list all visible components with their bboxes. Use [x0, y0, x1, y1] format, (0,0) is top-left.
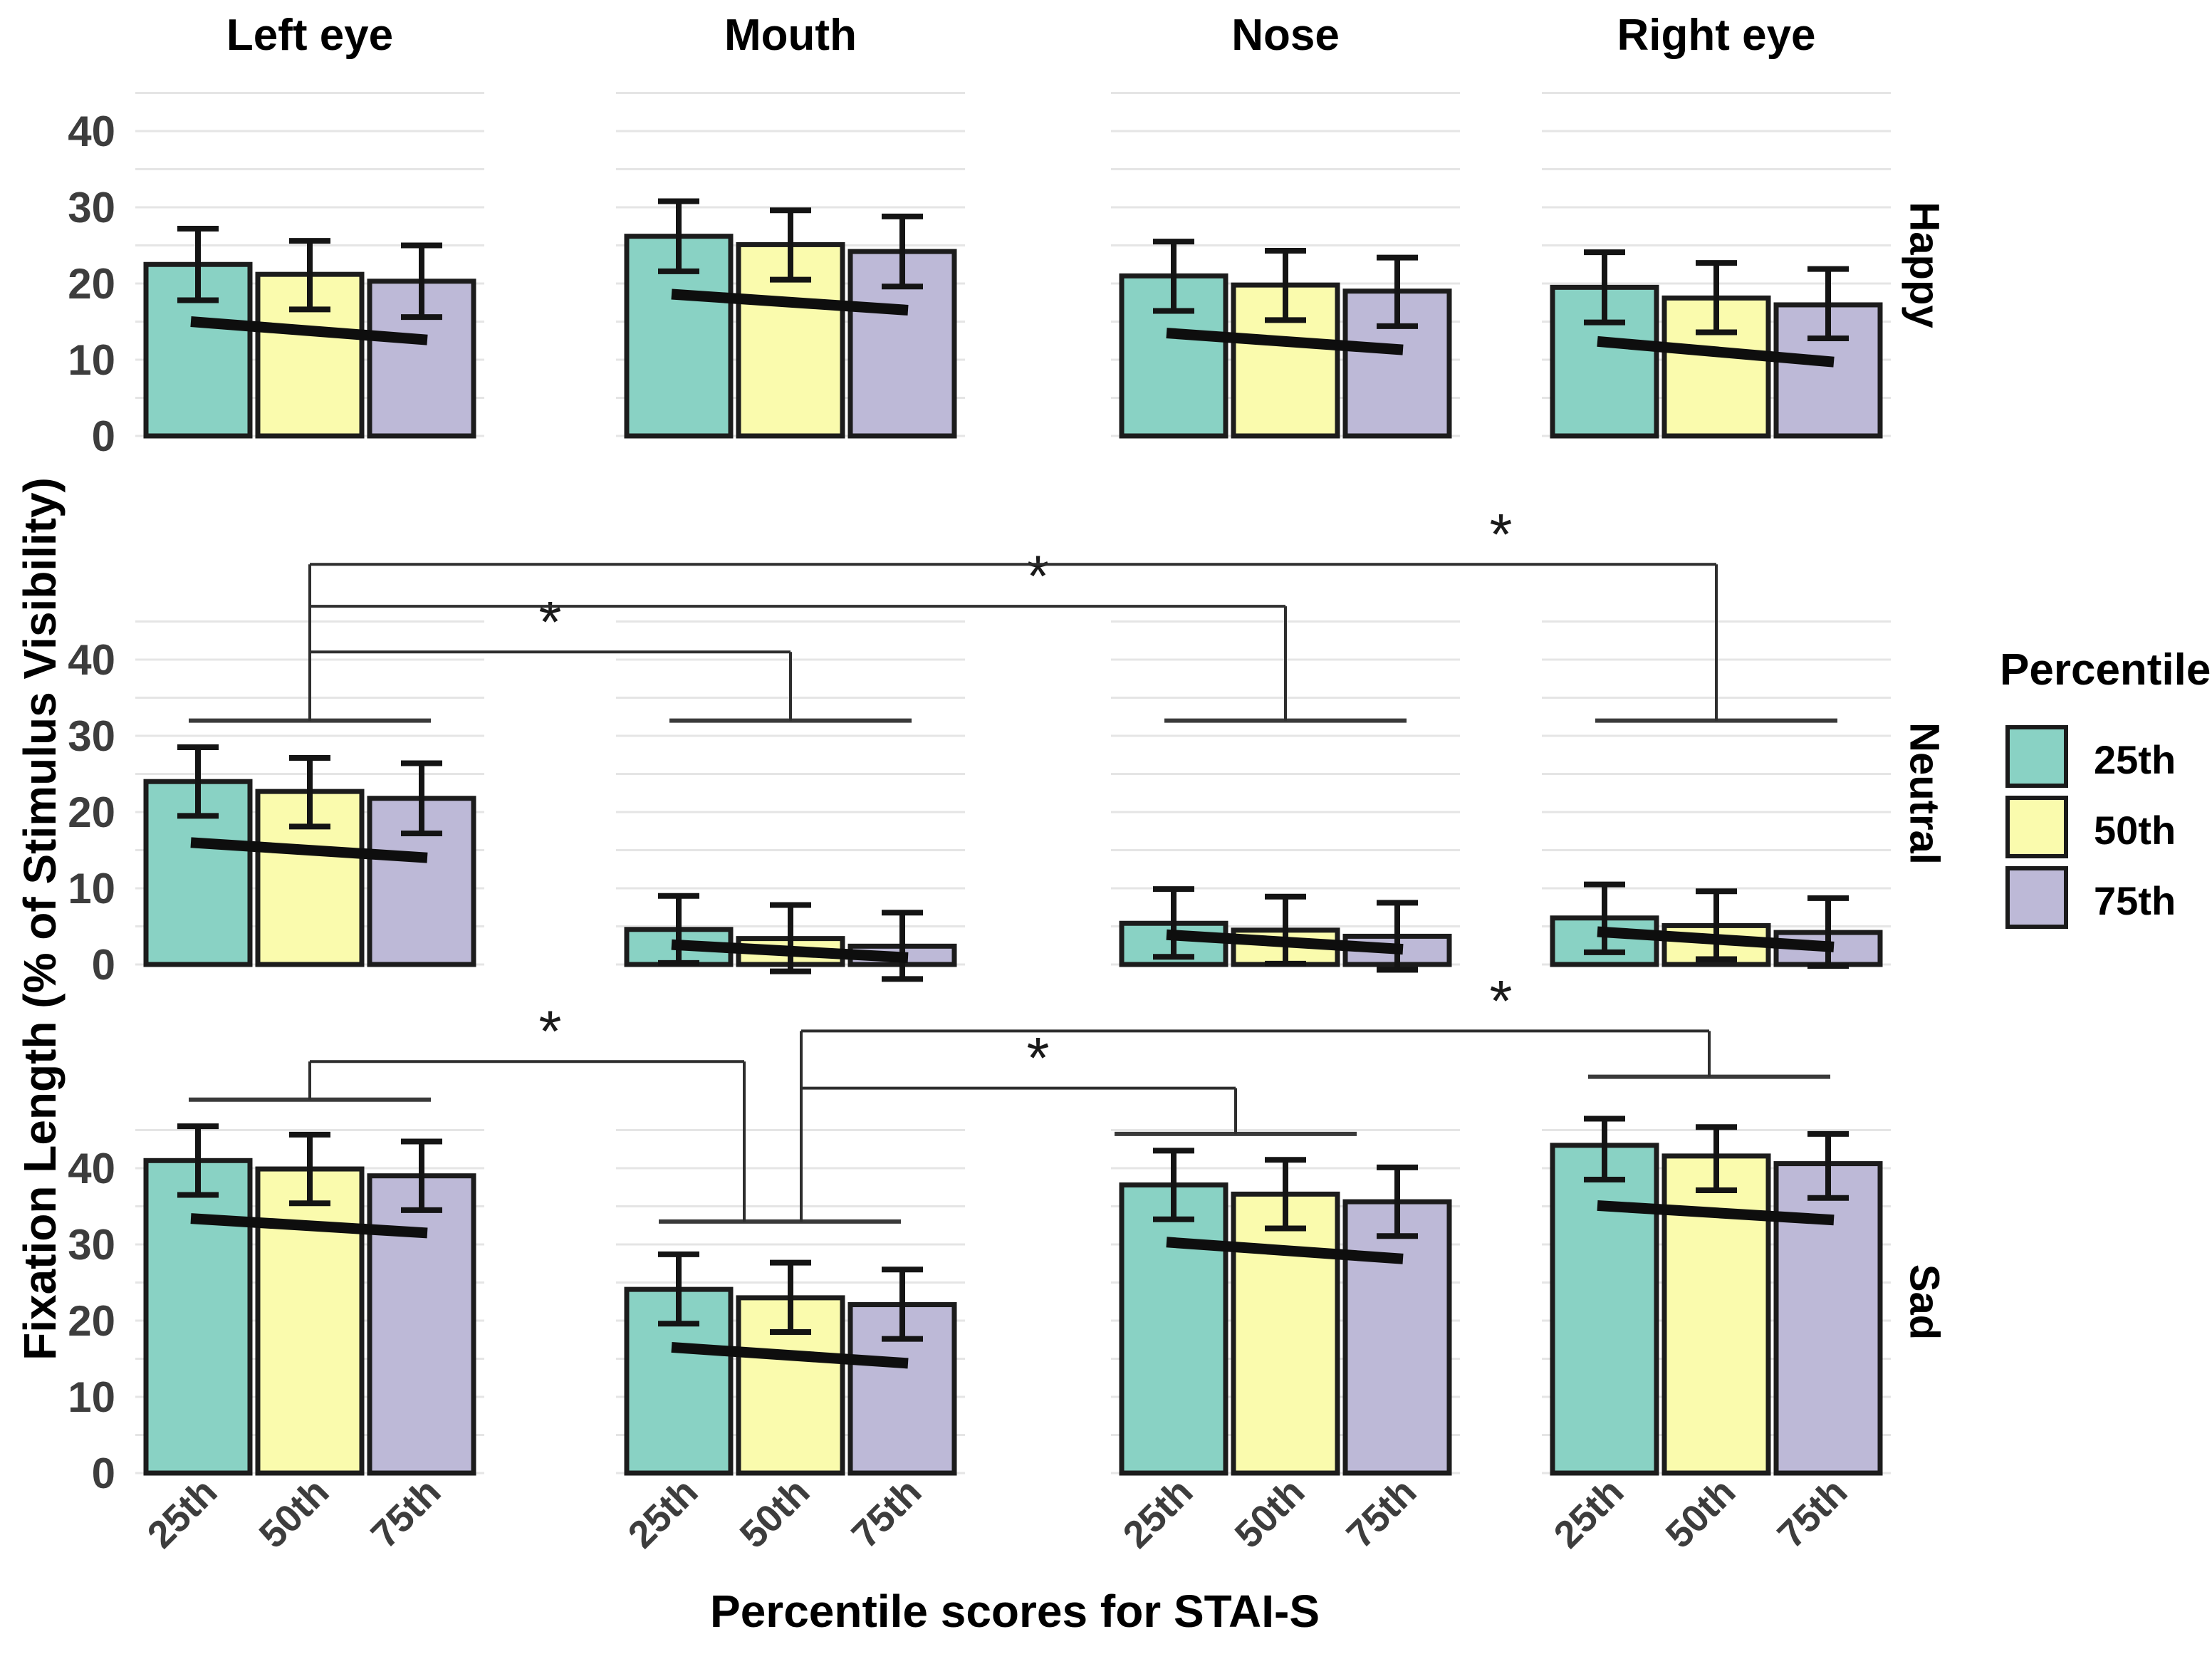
x-axis-title: Percentile scores for STAI-S — [710, 1586, 1320, 1637]
bar — [1661, 1153, 1771, 1476]
row-strip-neutral: Neutral — [1901, 722, 1948, 865]
sig-star: * — [1490, 502, 1513, 567]
y-tick-label: 40 — [68, 108, 115, 155]
bar — [143, 1158, 253, 1476]
x-tick-label: 50th — [732, 1470, 818, 1556]
bar — [847, 1302, 957, 1476]
bar — [255, 1166, 365, 1476]
trend-line — [671, 939, 909, 963]
x-tick-label: 25th — [620, 1470, 706, 1556]
y-tick-label: 20 — [68, 260, 115, 308]
legend-swatch-25th — [2005, 725, 2068, 788]
trend-line — [1597, 926, 1835, 952]
x-tick-label: 25th — [140, 1470, 226, 1556]
facet-title-nose: Nose — [1231, 11, 1340, 60]
bar — [367, 1173, 476, 1476]
trend-line — [1597, 1200, 1835, 1226]
trend-line — [671, 288, 909, 316]
x-tick-label: 75th — [1339, 1470, 1425, 1556]
facet-title-mouth: Mouth — [724, 11, 857, 60]
bar — [1119, 1182, 1228, 1476]
trend-line — [190, 316, 428, 345]
trend-line — [190, 837, 428, 863]
legend-item-50th: 50th — [1994, 796, 2211, 866]
legend-item-25th: 25th — [1994, 725, 2211, 796]
y-tick-label: 30 — [68, 184, 115, 232]
legend-label-25th: 25th — [2094, 737, 2176, 782]
bar — [1342, 1199, 1452, 1476]
sig-star: * — [539, 590, 562, 655]
y-tick-label: 10 — [68, 1373, 115, 1421]
legend: Percentile 25th 50th 75th — [1994, 645, 2211, 937]
sig-star: * — [1490, 969, 1513, 1034]
y-tick-label: 20 — [68, 1297, 115, 1345]
row-strip-sad: Sad — [1901, 1264, 1948, 1341]
legend-swatch-75th — [2005, 866, 2068, 929]
y-tick-label: 30 — [68, 712, 115, 760]
sig-star: * — [539, 999, 562, 1064]
x-tick-label: 50th — [1227, 1470, 1313, 1556]
x-tick-label: 25th — [1546, 1470, 1632, 1556]
x-tick-label: 75th — [363, 1470, 449, 1556]
y-tick-label: 10 — [68, 865, 115, 912]
sig-star: * — [1027, 544, 1050, 609]
bar — [1773, 1161, 1883, 1476]
y-tick-label: 0 — [92, 941, 115, 989]
bar — [1231, 1191, 1340, 1476]
x-tick-label: 75th — [1770, 1470, 1856, 1556]
legend-item-75th: 75th — [1994, 866, 2211, 937]
row-strip-happy: Happy — [1901, 202, 1948, 328]
trend-line — [190, 1213, 428, 1239]
legend-label-50th: 50th — [2094, 808, 2176, 853]
legend-label-75th: 75th — [2094, 878, 2176, 923]
y-tick-label: 40 — [68, 1145, 115, 1192]
sig-star: * — [1027, 1026, 1050, 1091]
trend-line — [1166, 1237, 1404, 1264]
x-tick-label: 25th — [1115, 1470, 1201, 1556]
facet-title-right-eye: Right eye — [1617, 11, 1816, 60]
x-tick-label: 75th — [844, 1470, 930, 1556]
legend-swatch-50th — [2005, 796, 2068, 858]
x-tick-label: 50th — [1658, 1470, 1744, 1556]
y-tick-label: 20 — [68, 789, 115, 836]
trend-line — [1166, 929, 1404, 955]
legend-title: Percentile — [2000, 645, 2211, 695]
bar — [1550, 1143, 1659, 1476]
x-tick-label: 50th — [251, 1470, 338, 1556]
y-axis-title: Fixation Length (% of Stimulus Visibilit… — [14, 477, 66, 1361]
trend-line — [1166, 328, 1404, 355]
y-tick-label: 30 — [68, 1221, 115, 1269]
y-tick-label: 40 — [68, 636, 115, 684]
y-tick-label: 10 — [68, 336, 115, 384]
y-tick-label: 0 — [92, 412, 115, 460]
trend-line — [1597, 336, 1835, 368]
facet-title-left-eye: Left eye — [226, 11, 394, 60]
y-tick-label: 0 — [92, 1450, 115, 1497]
trend-line — [671, 1341, 909, 1369]
